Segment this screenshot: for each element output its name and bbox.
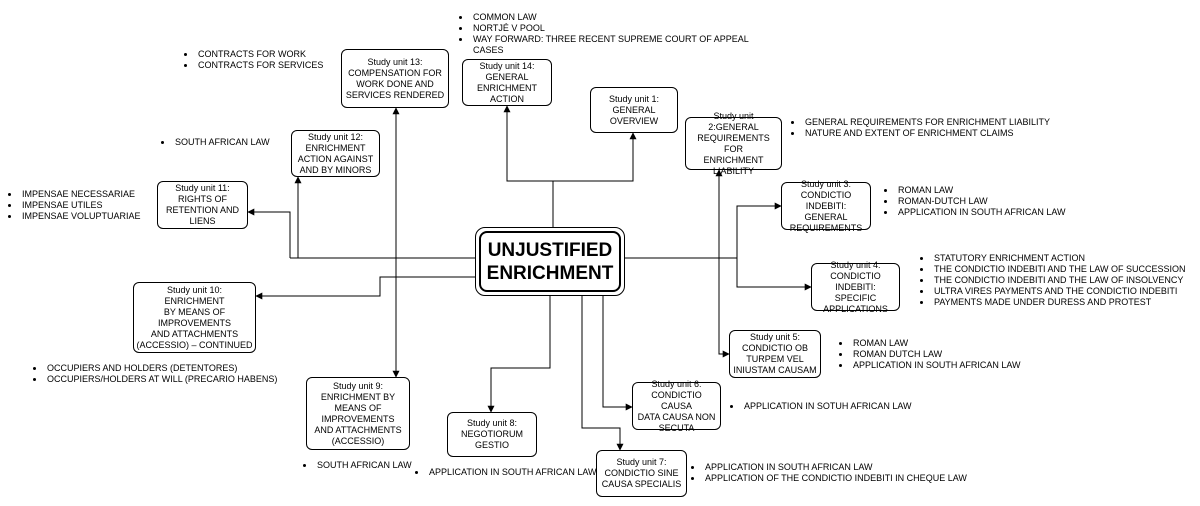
study-unit-1-box: Study unit 1: GENERAL OVERVIEW bbox=[590, 87, 678, 133]
note-item: APPLICATION IN SOUTH AFRICAN LAW bbox=[851, 360, 1021, 371]
study-unit-5-box: Study unit 5: CONDICTIO OB TURPEM VEL IN… bbox=[729, 330, 821, 378]
connector-unit-3 bbox=[736, 202, 782, 258]
study-unit-3-box: Study unit 3: CONDICTIO INDEBITI: GENERA… bbox=[781, 179, 871, 233]
study-unit-13-box: Study unit 13: COMPENSATION FOR WORK DON… bbox=[341, 49, 449, 108]
note-item: OCCUPIERS AND HOLDERS (DETENTORES) bbox=[45, 363, 277, 374]
study-unit-8-notes: APPLICATION IN SOUTH AFRICAN LAW bbox=[413, 467, 597, 478]
study-unit-12-notes: SOUTH AFRICAN LAW bbox=[159, 137, 270, 148]
study-unit-2-label: Study unit 2:GENERAL REQUIREMENTS FOR EN… bbox=[697, 110, 770, 176]
note-item: CONTRACTS FOR SERVICES bbox=[196, 60, 323, 71]
study-unit-4-label: Study unit 4: CONDICTIO INDEBITI: SPECIF… bbox=[823, 259, 888, 314]
note-item: THE CONDICTIO INDEBITI AND THE LAW OF SU… bbox=[932, 264, 1186, 275]
note-item: IMPENSAE UTILES bbox=[20, 200, 141, 211]
note-item: COMMON LAW bbox=[471, 12, 771, 23]
note-item: OCCUPIERS/HOLDERS AT WILL (PRECARIO HABE… bbox=[45, 374, 277, 385]
study-unit-9-label: Study unit 9: ENRICHMENT BY MEANS OF IMP… bbox=[314, 380, 402, 446]
study-unit-9-box: Study unit 9: ENRICHMENT BY MEANS OF IMP… bbox=[306, 377, 410, 450]
study-unit-5-notes: ROMAN LAW ROMAN DUTCH LAW APPLICATION IN… bbox=[837, 338, 1021, 371]
central-topic-title: UNJUSTIFIED ENRICHMENT bbox=[479, 231, 621, 292]
note-item: ULTRA VIRES PAYMENTS AND THE CONDICTIO I… bbox=[932, 286, 1186, 297]
note-item: STATUTORY ENRICHMENT ACTION bbox=[932, 253, 1186, 264]
connector-unit-10 bbox=[255, 276, 475, 300]
note-item: PAYMENTS MADE UNDER DURESS AND PROTEST bbox=[932, 297, 1186, 308]
connector-unit-8 bbox=[487, 296, 551, 413]
study-unit-8-box: Study unit 8: NEGOTIORUM GESTIO bbox=[447, 412, 537, 457]
connector-unit-14 bbox=[503, 105, 553, 182]
note-item: GENERAL REQUIREMENTS FOR ENRICHMENT LIAB… bbox=[803, 117, 1050, 128]
connector-unit-1 bbox=[552, 132, 637, 227]
study-unit-12-label: Study unit 12: ENRICHMENT ACTION AGAINST… bbox=[297, 131, 374, 175]
connector-unit-6 bbox=[602, 296, 633, 411]
note-item: ROMAN LAW bbox=[896, 185, 1066, 196]
study-unit-3-notes: ROMAN LAW ROMAN-DUTCH LAW APPLICATION IN… bbox=[882, 185, 1066, 218]
central-topic-node: UNJUSTIFIED ENRICHMENT bbox=[475, 227, 625, 296]
study-unit-8-label: Study unit 8: NEGOTIORUM GESTIO bbox=[461, 418, 523, 450]
connector-unit-5 bbox=[718, 258, 730, 358]
note-item: CONTRACTS FOR WORK bbox=[196, 49, 323, 60]
note-item: APPLICATION IN SOUTH AFRICAN LAW bbox=[896, 207, 1066, 218]
study-unit-7-label: Study unit 7: CONDICTIO SINE CAUSA SPECI… bbox=[601, 457, 682, 489]
note-item: APPLICATION IN SOUTH AFRICAN LAW bbox=[703, 462, 967, 473]
note-item: IMPENSAE NECESSARIAE bbox=[20, 189, 141, 200]
note-item: APPLICATION IN SOUTH AFRICAN LAW bbox=[427, 467, 597, 478]
study-unit-1-label: Study unit 1: GENERAL OVERVIEW bbox=[608, 93, 660, 126]
note-item: NORTJÉ V POOL bbox=[471, 23, 771, 34]
note-item: APPLICATION IN SOTUH AFRICAN LAW bbox=[742, 401, 912, 412]
study-unit-10-box: Study unit 10: ENRICHMENT BY MEANS OF IM… bbox=[133, 282, 256, 353]
note-item: ROMAN-DUTCH LAW bbox=[896, 196, 1066, 207]
study-unit-12-box: Study unit 12: ENRICHMENT ACTION AGAINST… bbox=[291, 130, 380, 177]
study-unit-2-box: Study unit 2:GENERAL REQUIREMENTS FOR EN… bbox=[685, 111, 782, 176]
note-item: ROMAN LAW bbox=[851, 338, 1021, 349]
study-unit-4-box: Study unit 4: CONDICTIO INDEBITI: SPECIF… bbox=[811, 260, 900, 314]
study-unit-10-notes: OCCUPIERS AND HOLDERS (DETENTORES) OCCUP… bbox=[31, 363, 277, 385]
study-unit-2-notes: GENERAL REQUIREMENTS FOR ENRICHMENT LIAB… bbox=[789, 117, 1050, 139]
study-unit-5-label: Study unit 5: CONDICTIO OB TURPEM VEL IN… bbox=[733, 332, 817, 375]
study-unit-7-notes: APPLICATION IN SOUTH AFRICAN LAW APPLICA… bbox=[689, 462, 967, 484]
study-unit-13-label: Study unit 13: COMPENSATION FOR WORK DON… bbox=[345, 56, 445, 100]
study-unit-11-label: Study unit 11: RIGHTS OF RETENTION AND L… bbox=[165, 183, 239, 226]
study-unit-13-notes: CONTRACTS FOR WORK CONTRACTS FOR SERVICE… bbox=[182, 49, 323, 71]
study-unit-14-box: Study unit 14: GENERAL ENRICHMENT ACTION bbox=[462, 59, 552, 106]
connector-unit-4 bbox=[736, 258, 812, 291]
note-item: THE CONDICTIO INDEBITI AND THE LAW OF IN… bbox=[932, 275, 1186, 286]
study-unit-14-notes: COMMON LAW NORTJÉ V POOL WAY FORWARD: TH… bbox=[457, 12, 771, 56]
study-unit-9-notes: SOUTH AFRICAN LAW bbox=[301, 460, 412, 471]
study-unit-6-notes: APPLICATION IN SOTUH AFRICAN LAW bbox=[728, 401, 912, 412]
note-item: APPLICATION OF THE CONDICTIO INDEBITI IN… bbox=[703, 473, 967, 484]
note-item: IMPENSAE VOLUPTUARIAE bbox=[20, 211, 141, 222]
study-unit-6-label: Study unit 6: CONDICTIO CAUSA DATA CAUSA… bbox=[637, 378, 716, 433]
note-item: NATURE AND EXTENT OF ENRICHMENT CLAIMS bbox=[803, 128, 1050, 139]
study-unit-6-box: Study unit 6: CONDICTIO CAUSA DATA CAUSA… bbox=[632, 379, 721, 433]
study-unit-10-label: Study unit 10: ENRICHMENT BY MEANS OF IM… bbox=[136, 284, 253, 350]
note-item: SOUTH AFRICAN LAW bbox=[315, 460, 412, 471]
note-item: SOUTH AFRICAN LAW bbox=[173, 137, 270, 148]
study-unit-4-notes: STATUTORY ENRICHMENT ACTION THE CONDICTI… bbox=[918, 253, 1186, 308]
study-unit-11-notes: IMPENSAE NECESSARIAE IMPENSAE UTILES IMP… bbox=[6, 189, 141, 222]
note-item: ROMAN DUTCH LAW bbox=[851, 349, 1021, 360]
study-unit-14-label: Study unit 14: GENERAL ENRICHMENT ACTION bbox=[477, 60, 537, 104]
study-unit-7-box: Study unit 7: CONDICTIO SINE CAUSA SPECI… bbox=[596, 450, 687, 497]
study-unit-3-label: Study unit 3: CONDICTIO INDEBITI: GENERA… bbox=[789, 178, 863, 233]
connector-unit-7 bbox=[581, 296, 624, 451]
study-unit-11-box: Study unit 11: RIGHTS OF RETENTION AND L… bbox=[157, 181, 248, 229]
note-item: WAY FORWARD: THREE RECENT SUPREME COURT … bbox=[471, 34, 771, 56]
connector-unit-11 bbox=[247, 208, 291, 258]
